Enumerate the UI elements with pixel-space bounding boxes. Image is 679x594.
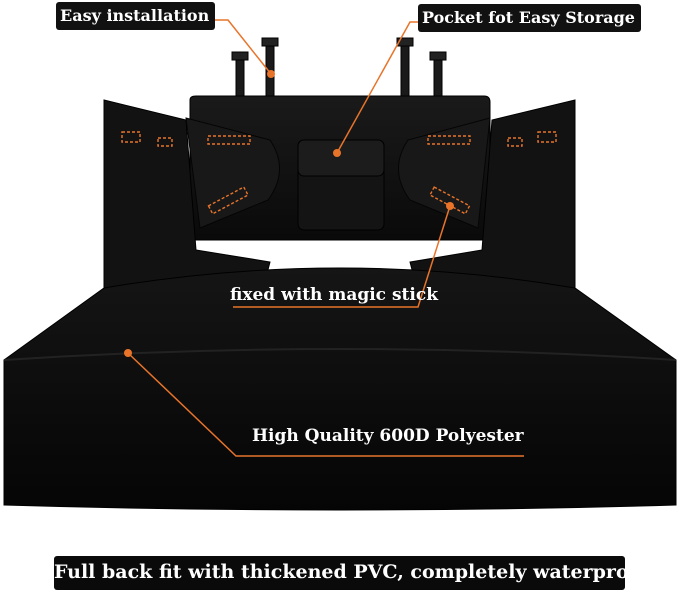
callout-magic-stick: fixed with magic stick — [230, 285, 438, 305]
floor-panel — [3, 267, 677, 511]
left-inner-flap — [185, 117, 280, 229]
floor-front-edge — [3, 348, 677, 361]
callout-dots — [124, 70, 454, 357]
footer-caption: Full back fit with thickened PVC, comple… — [54, 556, 655, 590]
callout-polyester: High Quality 600D Polyester — [252, 426, 524, 446]
storage-pocket — [297, 139, 385, 231]
right-inner-flap — [398, 117, 491, 229]
callout-easy-installation: Easy installation — [56, 2, 216, 30]
velcro-patches — [121, 131, 557, 215]
callout-pocket: Pocket fot Easy Storage — [418, 4, 641, 32]
